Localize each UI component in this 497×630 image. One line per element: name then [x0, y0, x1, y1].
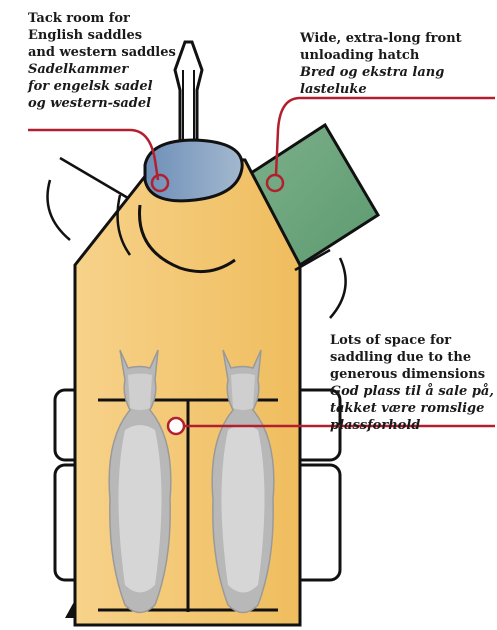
- space-callout: Lots of space for saddling due to the ge…: [330, 332, 497, 434]
- tack-room-no-line3: og western-sadel: [28, 95, 178, 112]
- space-en-line1: Lots of space for: [330, 332, 497, 349]
- tack-room-no-line1: Sadelkammer: [28, 61, 178, 78]
- drawbar: [175, 42, 202, 155]
- hatch-en-line1: Wide, extra-long front: [300, 30, 495, 47]
- space-no-line3: plassforhold: [330, 417, 497, 434]
- tack-room-en-line3: and western saddles: [28, 44, 178, 61]
- space-no-line2: takket være romslige: [330, 400, 497, 417]
- hatch-no-line1: Bred og ekstra lang lasteluke: [300, 64, 495, 98]
- space-en-line3: generous dimensions: [330, 366, 497, 383]
- tack-room-no-line2: for engelsk sadel: [28, 78, 178, 95]
- tack-room-en-line1: Tack room for: [28, 10, 178, 27]
- space-en-line2: saddling due to the: [330, 349, 497, 366]
- hatch-en-line2: unloading hatch: [300, 47, 495, 64]
- space-no-line1: God plass til å sale på,: [330, 383, 497, 400]
- tack-room-en-line2: English saddles: [28, 27, 178, 44]
- hatch-callout: Wide, extra-long front unloading hatch B…: [300, 30, 495, 98]
- tack-room-callout: Tack room for English saddles and wester…: [28, 10, 178, 112]
